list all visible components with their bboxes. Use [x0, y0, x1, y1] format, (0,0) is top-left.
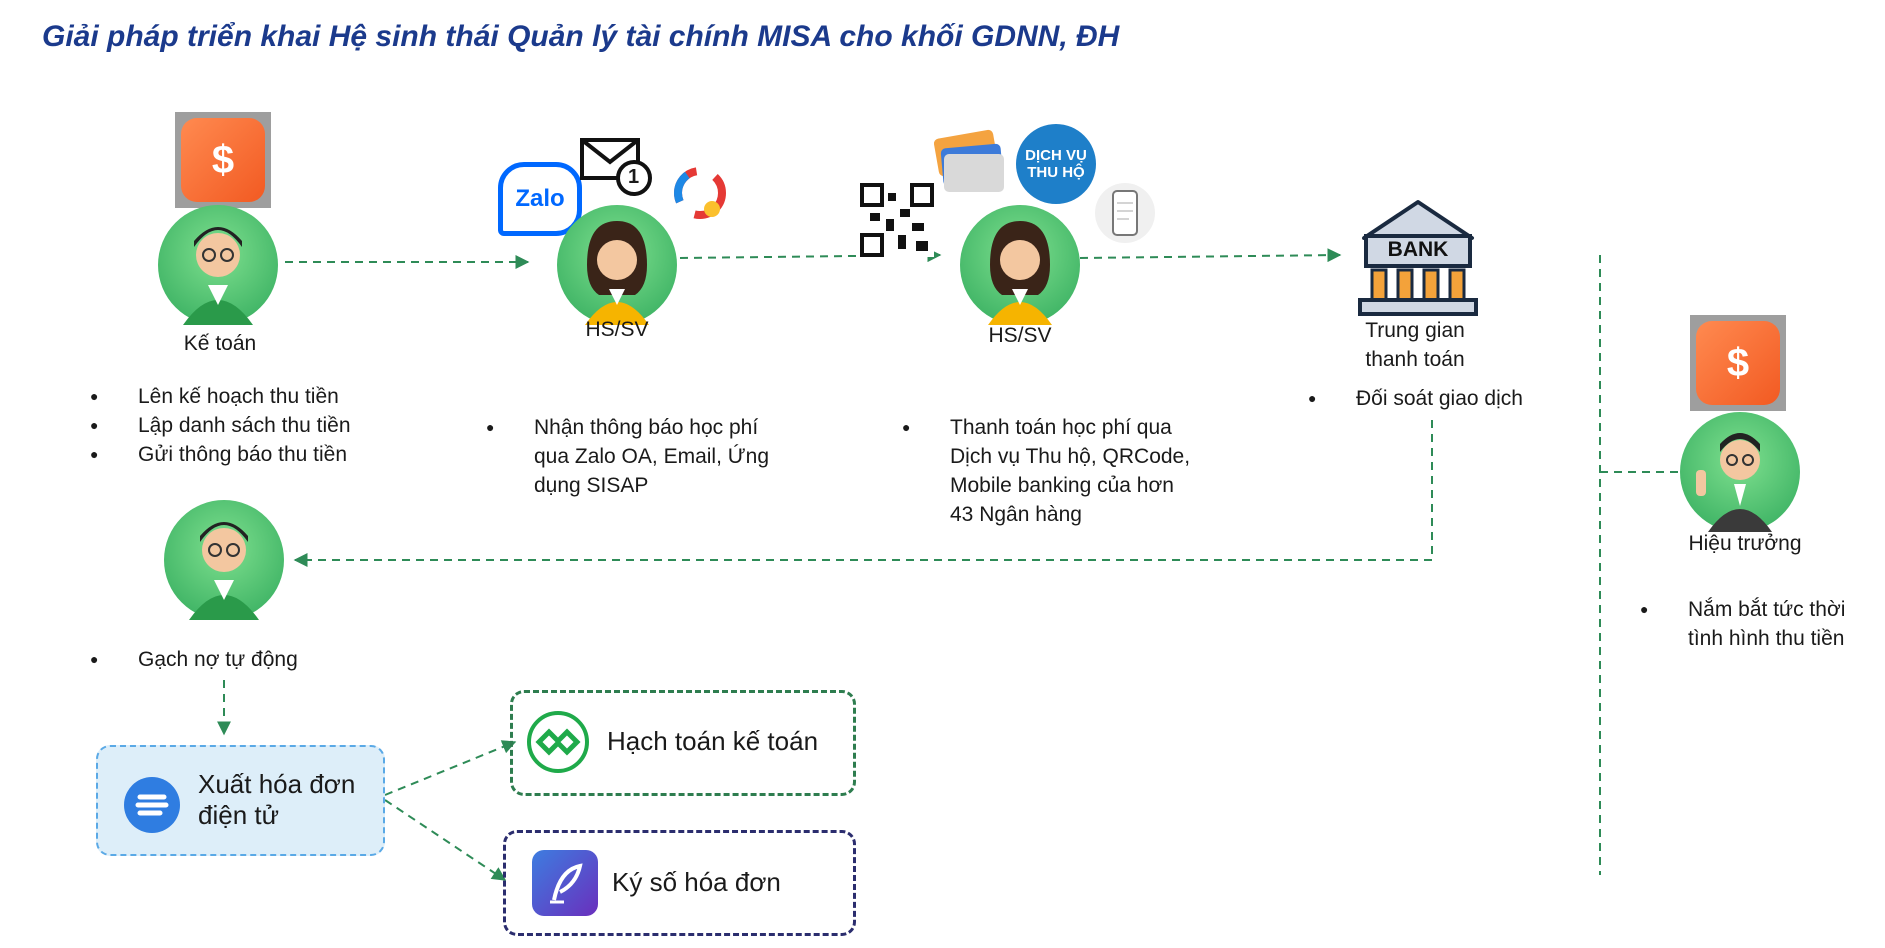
mobile-banking-icon	[1095, 183, 1155, 243]
mail-notification-icon: 1	[580, 138, 654, 198]
accounting-app-icon	[527, 711, 589, 773]
bank-icon-text: BANK	[1387, 238, 1449, 261]
ke-toan-avatar	[158, 205, 278, 325]
ke-toan-bullets: Lên kế hoạch thu tiền Lập danh sách thu …	[90, 382, 351, 469]
bank-icon: BANK	[1358, 198, 1478, 316]
hieu-truong-bullets: Nắm bắt tức thời tình hình thu tiền	[1640, 566, 1845, 682]
bullet-item: Lập danh sách thu tiền	[90, 411, 351, 440]
bullet-item: Đối soát giao dịch	[1308, 384, 1523, 413]
bullet-item: Nắm bắt tức thời tình hình thu tiền	[1640, 595, 1845, 653]
ky-so-box: Ký số hóa đơn	[503, 830, 856, 936]
bullet-item: Gạch nợ tự động	[90, 645, 298, 674]
hieu-truong-label: Hiệu trưởng	[1688, 532, 1802, 555]
bullet-item: Nhận thông báo học phí qua Zalo OA, Emai…	[486, 413, 769, 500]
einvoice-icon	[124, 777, 180, 833]
gach-no-bullets: Gạch nợ tự động	[90, 645, 298, 674]
hssv-label-1: HS/SV	[585, 318, 649, 341]
bullet-item: Gửi thông báo thu tiền	[90, 440, 351, 469]
dich-vu-thu-ho-icon: DỊCH VỤ THU HỘ	[1016, 124, 1096, 204]
ke-toan-label: Kế toán	[183, 332, 257, 355]
misa-app-icon-2: $	[1690, 315, 1786, 411]
arrow-hssv-to-bank	[1079, 248, 1342, 263]
hssv-bullets-2: Thanh toán học phí qua Dịch vụ Thu hộ, Q…	[902, 384, 1190, 558]
arrow-hoadon-to-kyso	[384, 799, 507, 881]
hssv-avatar-1	[557, 205, 677, 325]
hssv-bullets-1: Nhận thông báo học phí qua Zalo OA, Emai…	[486, 384, 769, 529]
hssv-avatar-2	[960, 205, 1080, 325]
ke-toan-avatar-2	[164, 500, 284, 620]
hach-toan-text: Hạch toán kế toán	[607, 726, 819, 756]
arrow-bank-to-gachno	[293, 420, 1433, 567]
hssv-label-2: HS/SV	[988, 324, 1052, 347]
mail-badge-count: 1	[628, 166, 640, 188]
zalo-icon: Zalo	[498, 162, 582, 236]
ky-so-text: Ký số hóa đơn	[612, 867, 781, 897]
hieu-truong-avatar	[1680, 412, 1800, 532]
trung-gian-bullets: Đối soát giao dịch	[1308, 384, 1523, 413]
digital-sign-icon	[532, 850, 598, 916]
hach-toan-box: Hạch toán kế toán	[510, 690, 856, 796]
xuat-hoa-don-box: Xuất hóa đơn điện tử	[96, 745, 385, 856]
page-title: Giải pháp triển khai Hệ sinh thái Quản l…	[42, 20, 1120, 53]
misa-app-icon: $	[175, 112, 271, 208]
cards-icon	[928, 126, 1008, 196]
bullet-item: Thanh toán học phí qua Dịch vụ Thu hộ, Q…	[902, 413, 1190, 529]
qrcode-icon	[860, 183, 934, 257]
bullet-item: Lên kế hoạch thu tiền	[90, 382, 351, 411]
trung-gian-label: Trung gian thanh toán	[1365, 319, 1465, 371]
arrow-hoadon-to-hachtoan	[384, 740, 517, 796]
sisap-app-icon	[668, 165, 732, 221]
xuat-hoa-don-text: Xuất hóa đơn điện tử	[198, 769, 356, 830]
